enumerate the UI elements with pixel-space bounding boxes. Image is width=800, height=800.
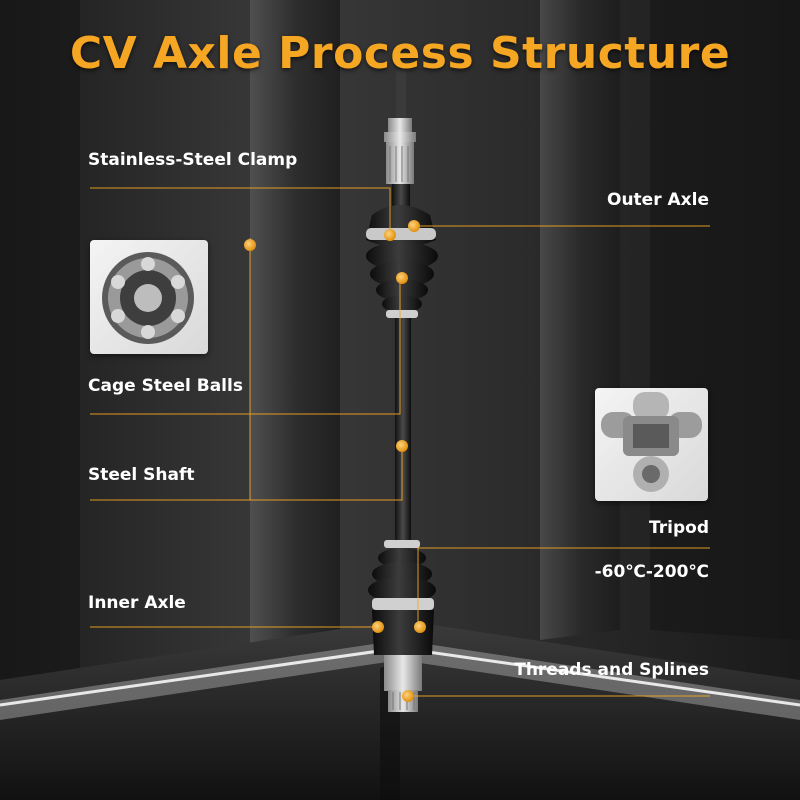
tripod-image [595,388,708,501]
label-temperature-range: -60℃-200℃ [594,562,709,582]
leader-lines [90,187,710,697]
marker-dot-clamp [384,229,396,241]
label-outer-axle: Outer Axle [607,190,709,210]
marker-dot-inner-axle [372,621,384,633]
label-steel-shaft: Steel Shaft [88,465,195,485]
label-tripod: Tripod [649,518,709,538]
marker-dot-steel-shaft [396,440,408,452]
marker-dot-threads [402,690,414,702]
page-title: CV Axle Process Structure [69,28,731,79]
label-stainless-steel-clamp: Stainless-Steel Clamp [88,150,298,170]
marker-dot-outer-axle [408,220,420,232]
label-inner-axle: Inner Axle [88,593,186,613]
marker-dots [244,220,426,702]
label-cage-steel-balls: Cage Steel Balls [88,376,243,396]
label-threads-and-splines: Threads and Splines [514,660,709,680]
marker-dot-cage-thumb [244,239,256,251]
marker-dot-tripod [414,621,426,633]
marker-dot-cage-balls [396,272,408,284]
cage-balls-image [90,240,208,354]
